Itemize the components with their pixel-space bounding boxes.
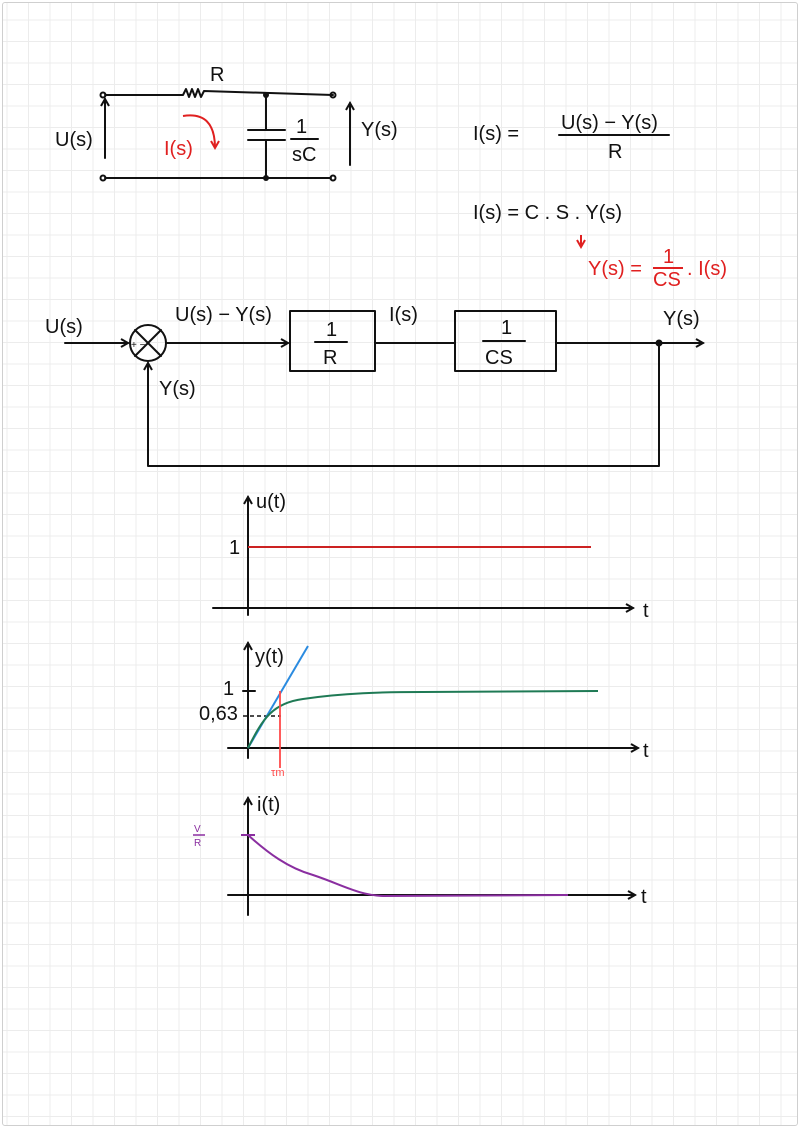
node [263, 175, 269, 181]
i-xlabel: t [641, 886, 647, 908]
equations: I(s) = U(s) − Y(s) R I(s) = C . S . Y(s)… [473, 112, 727, 291]
i-tick-den: R [194, 838, 201, 849]
summing-cross [134, 329, 162, 357]
eq3-num: 1 [663, 246, 674, 268]
block-1-over-r [289, 310, 376, 372]
rc-circuit: R U(s) I(s) 1 sC Y(s) [55, 64, 398, 182]
feedback-label: Y(s) [159, 378, 196, 400]
block2-num: 1 [501, 317, 512, 339]
u-tick-1: 1 [229, 537, 240, 559]
y-ylabel: y(t) [255, 646, 284, 668]
y-tick-1: 1 [223, 678, 234, 700]
block-diagram: U(s) + − U(s) − Y(s) 1 R I(s) 1 CS Y(s) … [45, 304, 703, 467]
eq1-lhs: I(s) = [473, 123, 519, 145]
current-arrow [182, 114, 215, 148]
plot-y: y(t) t 1 0,63 τm [199, 643, 649, 779]
y-xlabel: t [643, 740, 649, 762]
block1-num: 1 [326, 319, 337, 341]
bd-output-label: Y(s) [663, 308, 700, 330]
plot-u: u(t) t 1 [212, 491, 649, 622]
u-xlabel: t [643, 600, 649, 622]
eq3-rhs: . I(s) [687, 258, 727, 280]
block1-den: R [323, 347, 337, 369]
u-ylabel: u(t) [256, 491, 286, 513]
intermediate-label: I(s) [389, 304, 418, 326]
block2-den: CS [485, 347, 513, 369]
handwritten-notes: R U(s) I(s) 1 sC Y(s) I(s) = U(s) − Y(s)… [45, 64, 727, 916]
block-1-over-cs [454, 310, 557, 372]
terminal [329, 91, 337, 99]
i-ylabel: i(t) [257, 794, 280, 816]
terminal [329, 174, 337, 182]
input-label: U(s) [55, 129, 93, 151]
eq1-num: U(s) − Y(s) [561, 112, 658, 134]
output-label: Y(s) [361, 119, 398, 141]
current-label: I(s) [164, 138, 193, 160]
current-decay-curve [247, 834, 569, 898]
top-wire-resistor [104, 88, 334, 98]
step-response-curve [247, 690, 599, 749]
resistor-label: R [210, 64, 224, 86]
eq1-den: R [608, 141, 622, 163]
capacitor [247, 94, 286, 179]
eq3-lhs: Y(s) = [588, 258, 642, 280]
bd-input-label: U(s) [45, 316, 83, 338]
i-tick-num: V [194, 824, 201, 835]
tau-label: τm [271, 767, 285, 779]
sum-signs: + − [131, 340, 146, 351]
y-tick-063: 0,63 [199, 703, 238, 725]
eq3-den: CS [653, 269, 681, 291]
error-label: U(s) − Y(s) [175, 304, 272, 326]
cap-den: sC [292, 144, 316, 166]
plot-i: i(t) t V R [193, 794, 647, 916]
eq2: I(s) = C . S . Y(s) [473, 202, 622, 224]
cap-num: 1 [296, 116, 307, 138]
feedback-path [148, 342, 660, 467]
